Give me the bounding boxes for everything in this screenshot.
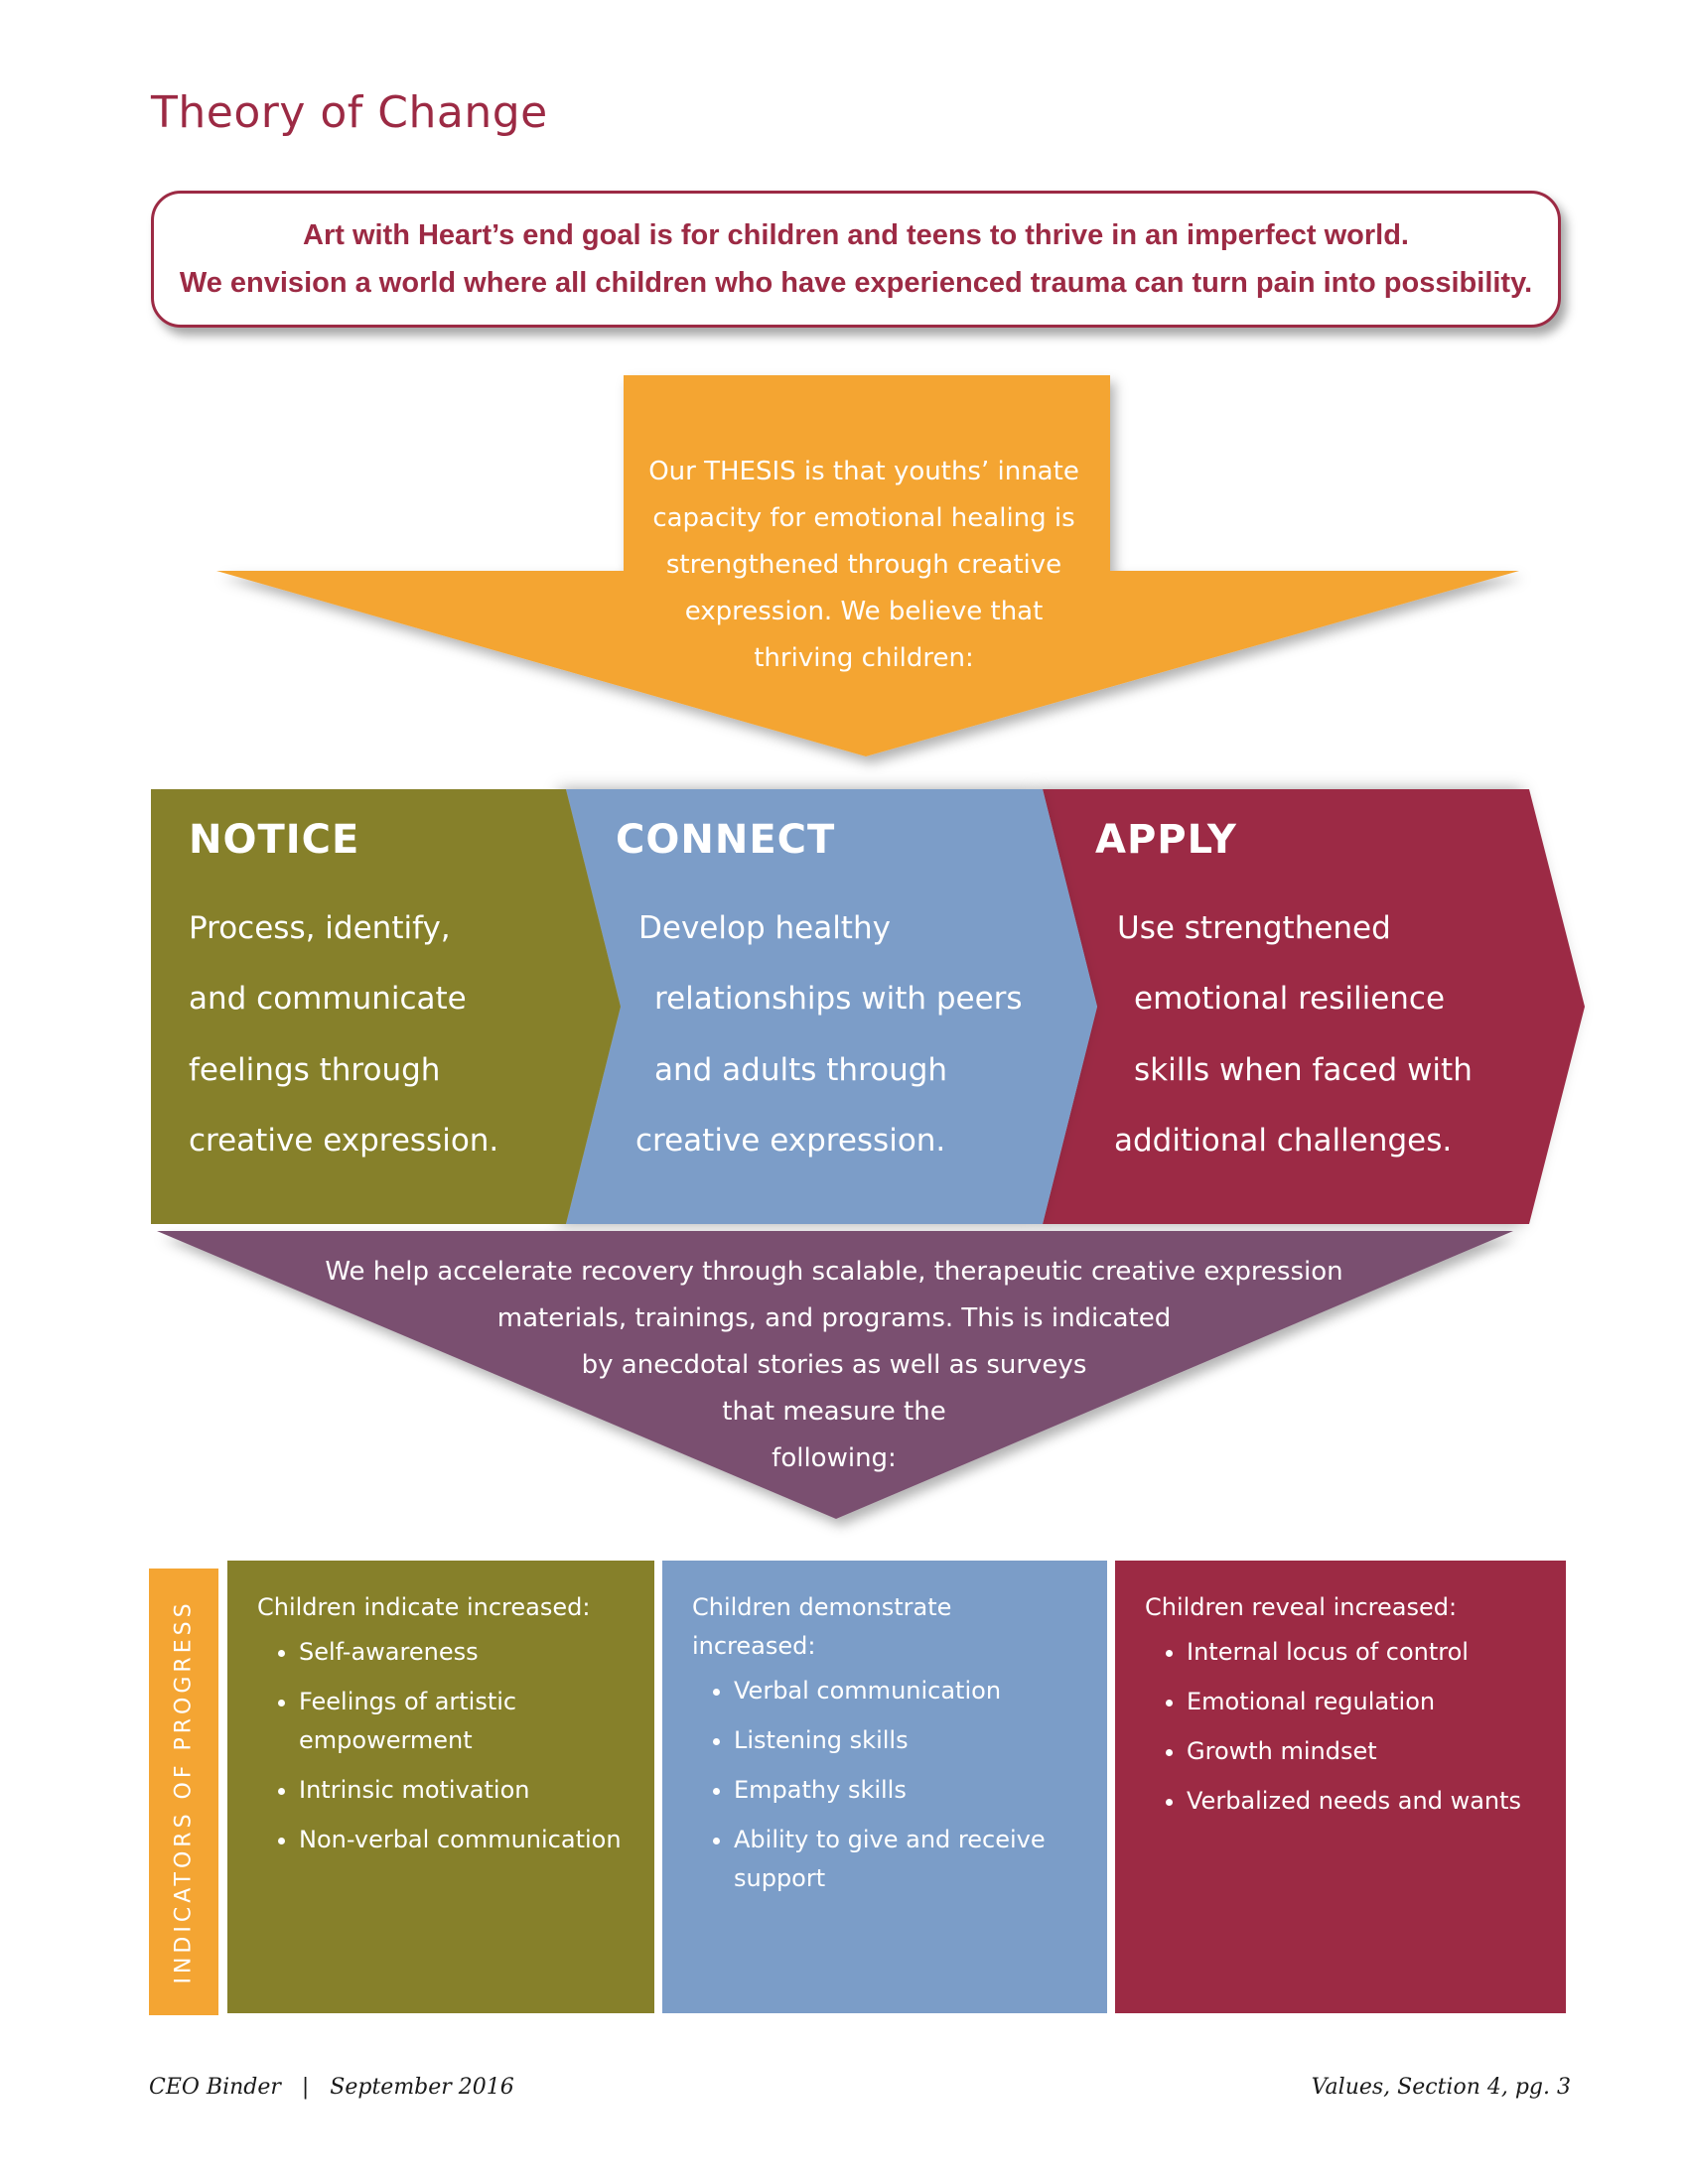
thesis-text: Our THESIS is that youths’ innate capaci… bbox=[626, 449, 1102, 682]
indicator-column-apply: Children reveal increased: Internal locu… bbox=[1115, 1561, 1566, 2013]
indicator-column-notice: Children indicate increased: Self-awaren… bbox=[227, 1561, 654, 2013]
notice-line: creative expression. bbox=[189, 1123, 499, 1159]
thesis-line: strengthened through creative bbox=[665, 550, 1062, 580]
indicator-item: Verbal communication bbox=[734, 1672, 1077, 1710]
indicator-item: Non-verbal communication bbox=[299, 1821, 625, 1859]
indicator-item: Feelings of artistic empowerment bbox=[299, 1683, 625, 1760]
apply-chevron bbox=[1043, 789, 1585, 1224]
indicator-item: Intrinsic motivation bbox=[299, 1771, 625, 1810]
indicator-item: Listening skills bbox=[734, 1721, 1077, 1760]
indicators-tab: INDICATORS OF PROGRESS bbox=[149, 1569, 218, 2015]
thesis-line: Our THESIS is that youths’ innate bbox=[648, 457, 1079, 486]
notice-chevron bbox=[151, 789, 621, 1224]
indicator-item: Internal locus of control bbox=[1187, 1633, 1536, 1672]
indicator-list: Internal locus of control Emotional regu… bbox=[1145, 1633, 1536, 1821]
indicator-column-connect: Children demonstrate increased: Verbal c… bbox=[662, 1561, 1107, 2013]
approach-arrow bbox=[157, 1231, 1513, 1519]
indicator-item: Self-awareness bbox=[299, 1633, 625, 1672]
notice-line: Process, identify, bbox=[189, 910, 451, 946]
indicator-item: Growth mindset bbox=[1187, 1732, 1536, 1771]
apply-heading: APPLY bbox=[1095, 817, 1237, 863]
approach-line: materials, trainings, and programs. This… bbox=[496, 1303, 1172, 1333]
indicator-intro: Children reveal increased: bbox=[1145, 1593, 1458, 1621]
apply-line: emotional resilience bbox=[1134, 981, 1446, 1017]
thesis-line: thriving children: bbox=[754, 643, 974, 673]
connect-line: Develop healthy bbox=[638, 910, 891, 946]
footer-left: CEO Binder | September 2016 bbox=[149, 2075, 514, 2100]
thesis-line: capacity for emotional healing is bbox=[652, 503, 1075, 533]
connect-line: creative expression. bbox=[635, 1123, 946, 1159]
indicator-intro: Children indicate increased: bbox=[257, 1593, 591, 1621]
goal-line-2: We envision a world where all children w… bbox=[179, 267, 1533, 299]
connect-chevron bbox=[566, 789, 1097, 1224]
goal-statement-box: Art with Heart’s end goal is for childre… bbox=[151, 191, 1561, 328]
connect-line: and adults through bbox=[654, 1052, 948, 1088]
approach-line: by anecdotal stories as well as surveys bbox=[581, 1350, 1087, 1380]
approach-text: We help accelerate recovery through scal… bbox=[298, 1249, 1370, 1482]
indicators-tab-label: INDICATORS OF PROGRESS bbox=[171, 1599, 197, 1984]
indicator-item: Ability to give and receive support bbox=[734, 1821, 1061, 1898]
indicator-list: Self-awareness Feelings of artistic empo… bbox=[257, 1633, 625, 1859]
approach-line: that measure the bbox=[722, 1397, 946, 1427]
indicator-item: Verbalized needs and wants bbox=[1187, 1782, 1536, 1821]
goal-line-1: Art with Heart’s end goal is for childre… bbox=[303, 219, 1409, 251]
connect-heading: CONNECT bbox=[616, 817, 836, 863]
indicator-item: Emotional regulation bbox=[1187, 1683, 1536, 1721]
footer-right: Values, Section 4, pg. 3 bbox=[1311, 2075, 1571, 2100]
approach-line: following: bbox=[772, 1443, 897, 1473]
thesis-arrow bbox=[216, 375, 1519, 756]
apply-line: additional challenges. bbox=[1114, 1123, 1453, 1159]
approach-line: We help accelerate recovery through scal… bbox=[325, 1257, 1343, 1287]
indicator-list: Verbal communication Listening skills Em… bbox=[692, 1672, 1077, 1898]
notice-heading: NOTICE bbox=[189, 817, 360, 863]
notice-line: feelings through bbox=[189, 1052, 441, 1088]
indicator-item: Empathy skills bbox=[734, 1771, 1077, 1810]
page-title: Theory of Change bbox=[151, 87, 548, 138]
thesis-line: expression. We believe that bbox=[684, 597, 1044, 626]
apply-line: skills when faced with bbox=[1134, 1052, 1473, 1088]
connect-line: relationships with peers bbox=[654, 981, 1023, 1017]
apply-line: Use strengthened bbox=[1117, 910, 1391, 946]
notice-line: and communicate bbox=[189, 981, 467, 1017]
indicator-intro: Children demonstrate increased: bbox=[692, 1593, 952, 1660]
